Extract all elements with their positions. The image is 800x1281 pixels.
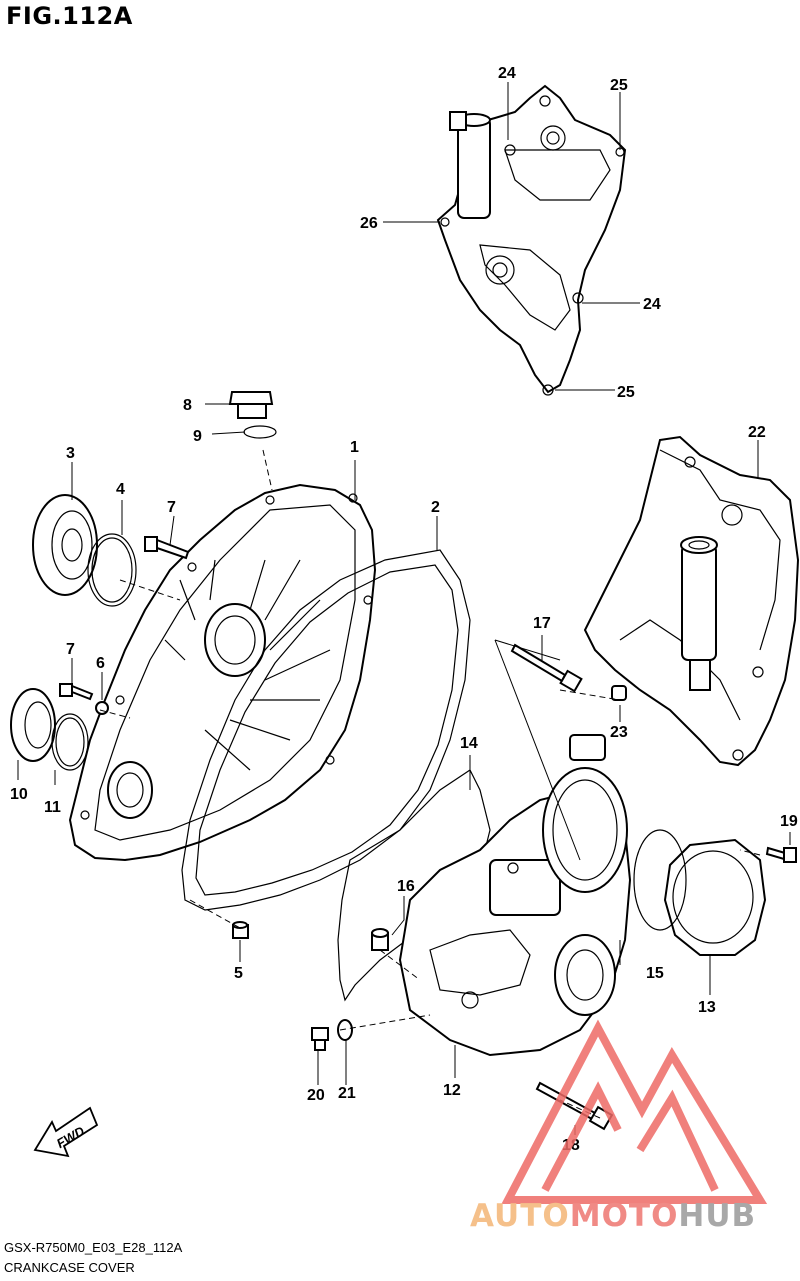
bolt-17-part	[510, 643, 583, 693]
oil-filler-cap-part	[228, 391, 274, 419]
right-upper-cover-part	[583, 435, 800, 767]
callout-16: 16	[397, 878, 415, 895]
oring-9-part	[243, 425, 277, 439]
callout-25-bottom: 25	[617, 384, 635, 401]
callout-3: 3	[66, 445, 75, 462]
watermark-moto: MOTO	[569, 1198, 679, 1234]
callout-13: 13	[698, 999, 716, 1016]
callout-4: 4	[116, 481, 125, 498]
washer-6-part	[95, 701, 109, 715]
callout-15: 15	[646, 965, 664, 982]
figure-title: FIG.112A	[6, 2, 133, 30]
callout-22: 22	[748, 424, 766, 441]
callout-26: 26	[360, 215, 378, 232]
callout-23: 23	[610, 724, 628, 741]
figure-caption: CRANKCASE COVER	[4, 1260, 135, 1275]
callout-7-upper: 7	[167, 499, 176, 516]
callout-10: 10	[10, 786, 28, 803]
automotohub-logo-icon	[501, 1019, 768, 1204]
callout-1: 1	[350, 439, 359, 456]
callout-24-right: 24	[643, 296, 661, 313]
callout-21: 21	[338, 1085, 356, 1102]
forward-arrow-icon: FWD	[33, 1106, 99, 1158]
left-crankcase-cover-part	[68, 483, 377, 862]
washer-21-part	[337, 1019, 353, 1041]
bolt-20-part	[311, 1027, 329, 1051]
oring-4-part	[87, 533, 137, 607]
sprocket-cover-part	[436, 84, 627, 396]
bolt-7-lower-part	[59, 683, 94, 701]
callout-24-top: 24	[498, 65, 516, 82]
generator-cover-part	[663, 838, 767, 956]
dowel-16-part	[371, 928, 389, 951]
callout-2: 2	[431, 499, 440, 516]
callout-11: 11	[44, 799, 61, 816]
crankcase-ring-part	[542, 734, 628, 893]
callout-8: 8	[183, 397, 192, 414]
watermark-hub: HUB	[678, 1198, 757, 1234]
callout-17: 17	[533, 615, 551, 632]
callout-9: 9	[193, 428, 202, 445]
callout-7-lower: 7	[66, 641, 75, 658]
bolt-7-upper-part	[144, 536, 190, 560]
callout-19: 19	[780, 813, 798, 830]
callout-20: 20	[307, 1087, 325, 1104]
watermark-text: AUTOMOTOHUB	[470, 1198, 756, 1234]
bolt-19-part	[765, 846, 797, 863]
oring-11-part	[51, 713, 89, 771]
figure-code: GSX-R750M0_E03_E28_112A	[4, 1240, 183, 1255]
callout-14: 14	[460, 735, 478, 752]
oil-seal-large-part	[32, 494, 98, 596]
callout-25-top: 25	[610, 77, 628, 94]
figure-footer: GSX-R750M0_E03_E28_112A CRANKCASE COVER	[4, 1238, 182, 1278]
left-cover-gasket-part	[181, 549, 471, 911]
dowel-5-part	[232, 921, 249, 939]
callout-5: 5	[234, 965, 243, 982]
dowel-23-part	[611, 685, 627, 701]
generator-oring-part	[633, 829, 687, 931]
callout-6: 6	[96, 655, 105, 672]
watermark-auto: AUTO	[470, 1198, 570, 1234]
plug-10-part	[10, 688, 56, 762]
callout-12: 12	[443, 1082, 461, 1099]
